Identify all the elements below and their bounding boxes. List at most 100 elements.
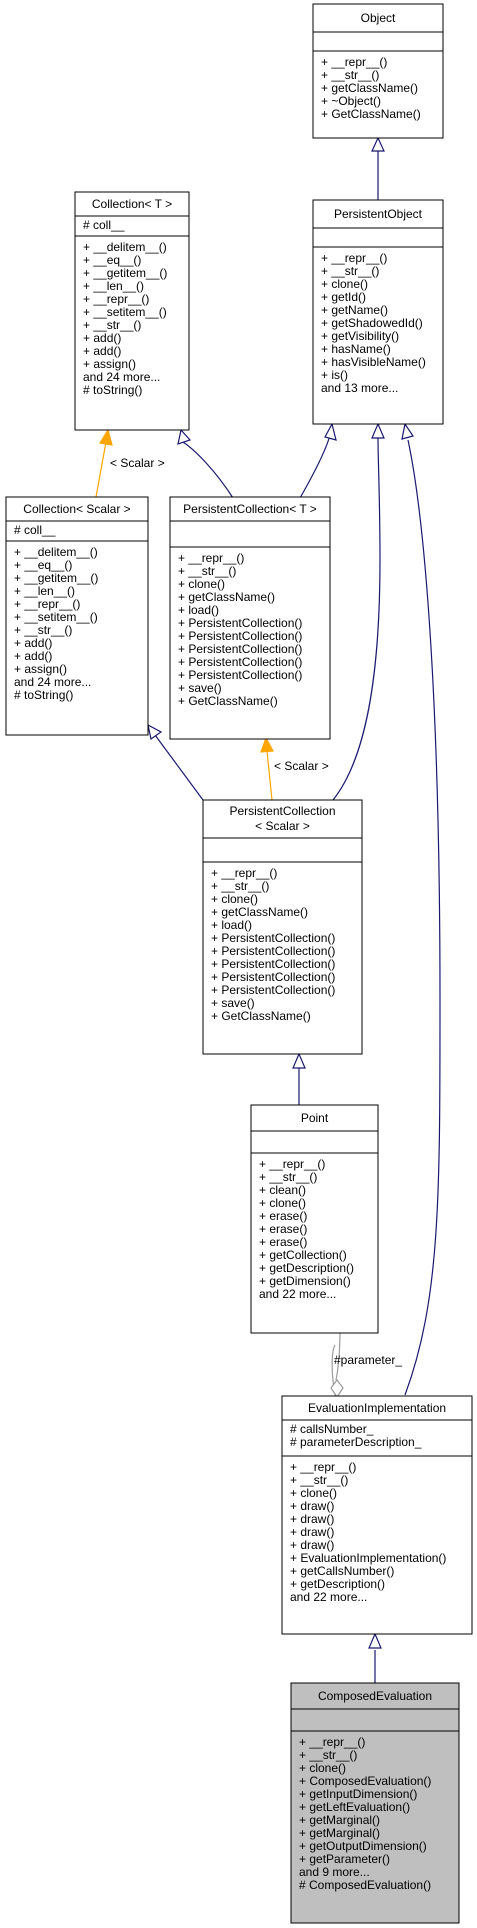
class-method: + __repr__() <box>14 597 80 611</box>
class-box-frame <box>281 1395 473 1635</box>
class-box-frame <box>312 3 444 139</box>
class-method: + __str__() <box>211 879 269 893</box>
class-evaluationimplementation[interactable]: EvaluationImplementation# callsNumber_# … <box>281 1395 473 1635</box>
class-method: + __str__() <box>290 1473 348 1487</box>
class-box-frame <box>169 496 331 740</box>
class-title: Point <box>301 1111 329 1125</box>
inheritance-arrowhead-icon <box>324 422 337 441</box>
class-method: + getLeftEvaluation() <box>299 1800 410 1814</box>
class-composedevaluation[interactable]: ComposedEvaluation + __repr__()+ __str__(… <box>290 1682 460 1924</box>
class-method: + __getitem__() <box>14 571 98 585</box>
template-label-collection-scalar: < Scalar > <box>110 456 165 470</box>
class-persistentobject[interactable]: PersistentObject+ __repr__()+ __str__()+… <box>312 199 444 425</box>
class-title: PersistentCollection <box>229 804 335 818</box>
class-method: + getVisibility() <box>321 329 399 343</box>
class-method: # ComposedEvaluation() <box>299 1878 431 1892</box>
class-method: + getClassName() <box>321 81 418 95</box>
class-method: + draw() <box>290 1499 334 1513</box>
class-method: + is() <box>321 368 348 382</box>
class-method: + __repr__() <box>259 1157 325 1171</box>
class-method: + save() <box>178 681 222 695</box>
class-method: + __repr__() <box>290 1460 356 1474</box>
class-method: + __repr__() <box>178 551 244 565</box>
class-method: + __repr__() <box>321 55 387 69</box>
class-title: ComposedEvaluation <box>318 1689 432 1703</box>
class-method: + PersistentCollection() <box>211 957 335 971</box>
class-title-line2: < Scalar > <box>255 819 310 833</box>
class-method: + getDimension() <box>259 1274 351 1288</box>
class-method: and 22 more... <box>259 1287 336 1301</box>
class-method: + getDescription() <box>290 1577 385 1591</box>
class-method: + __str__() <box>299 1748 357 1762</box>
class-method: + __repr__() <box>299 1735 365 1749</box>
edge-persistentcollection-scalar-to-collection-scalar <box>154 734 204 801</box>
class-method: + getOutputDimension() <box>299 1839 427 1853</box>
class-method: + add() <box>83 344 121 358</box>
class-method: + PersistentCollection() <box>178 616 302 630</box>
edge-template-collection-scalar <box>95 441 107 498</box>
class-method: + __eq__() <box>83 253 141 267</box>
class-method: + ~Object() <box>321 94 381 108</box>
class-method: + __repr__() <box>211 866 277 880</box>
class-persistentcollection-scalar[interactable]: PersistentCollection< Scalar > + __repr__… <box>202 799 363 1055</box>
class-method: + __len__() <box>14 584 75 598</box>
usage-label-parameter: #parameter_ <box>334 1353 402 1367</box>
class-method: + getShadowedId() <box>321 316 423 330</box>
class-method: + clone() <box>290 1486 337 1500</box>
class-method: + GetClassName() <box>321 107 421 121</box>
class-method: + EvaluationImplementation() <box>290 1551 446 1565</box>
class-method: + ComposedEvaluation() <box>299 1774 431 1788</box>
class-method: + __getitem__() <box>83 266 167 280</box>
class-collection-t[interactable]: Collection< T ># coll__+ __delitem__()+ … <box>74 191 190 431</box>
class-method: + getId() <box>321 290 366 304</box>
class-method: + load() <box>211 918 252 932</box>
class-attribute: # parameterDescription_ <box>290 1435 422 1449</box>
class-persistentcollection-t[interactable]: PersistentCollection< T >+ __repr__()+ _… <box>169 496 331 740</box>
class-method: + clone() <box>299 1761 346 1775</box>
class-method: # toString() <box>83 383 142 397</box>
class-method: + PersistentCollection() <box>178 629 302 643</box>
class-box-frame <box>202 799 363 1055</box>
class-method: + getCollection() <box>259 1248 347 1262</box>
class-method: # toString() <box>14 688 73 702</box>
class-method: + __setitem__() <box>14 610 98 624</box>
class-method: + PersistentCollection() <box>178 655 302 669</box>
class-method: + clone() <box>211 892 258 906</box>
class-method: + add() <box>14 636 52 650</box>
class-method: + assign() <box>83 357 136 371</box>
class-method: + __eq__() <box>14 558 72 572</box>
class-method: + hasName() <box>321 342 391 356</box>
class-method: + erase() <box>259 1209 307 1223</box>
class-box-frame <box>74 191 190 431</box>
class-method: + getParameter() <box>299 1852 390 1866</box>
class-method: + erase() <box>259 1222 307 1236</box>
class-method: + GetClassName() <box>211 1009 311 1023</box>
class-method: + draw() <box>290 1538 334 1552</box>
class-point[interactable]: Point+ __repr__()+ __str__()+ clean()+ c… <box>250 1104 379 1334</box>
template-arrowhead-icon <box>260 736 274 753</box>
inheritance-arrowhead-icon <box>292 1052 306 1069</box>
class-box-frame <box>5 496 149 736</box>
class-method: and 9 more... <box>299 1865 370 1879</box>
class-method: + draw() <box>290 1512 334 1526</box>
class-method: + __delitem__() <box>83 240 167 254</box>
template-label-persistentcollection-scalar: < Scalar > <box>274 759 329 773</box>
class-object[interactable]: Object + __repr__()+ __str__()+ getClassN… <box>312 3 444 139</box>
class-method: + getClassName() <box>211 905 308 919</box>
class-method: + __str__() <box>83 318 141 332</box>
class-method: + getName() <box>321 303 388 317</box>
inheritance-arrowhead-icon <box>368 1632 382 1649</box>
inheritance-arrowhead-icon <box>147 723 163 741</box>
class-collection-scalar[interactable]: Collection< Scalar ># coll__+ __delitem_… <box>5 496 149 736</box>
inheritance-arrowhead-icon <box>401 422 414 440</box>
class-method: + add() <box>83 331 121 345</box>
class-method: + __str__() <box>178 564 236 578</box>
class-method: + PersistentCollection() <box>211 983 335 997</box>
class-method: + draw() <box>290 1525 334 1539</box>
inheritance-arrowhead-icon <box>371 136 385 152</box>
class-method: + __str__() <box>321 68 379 82</box>
class-method: and 13 more... <box>321 381 398 395</box>
edge-persistentcollection-scalar-to-persistentobject <box>332 437 381 801</box>
class-title: Object <box>361 11 396 25</box>
class-box-frame <box>250 1104 379 1334</box>
